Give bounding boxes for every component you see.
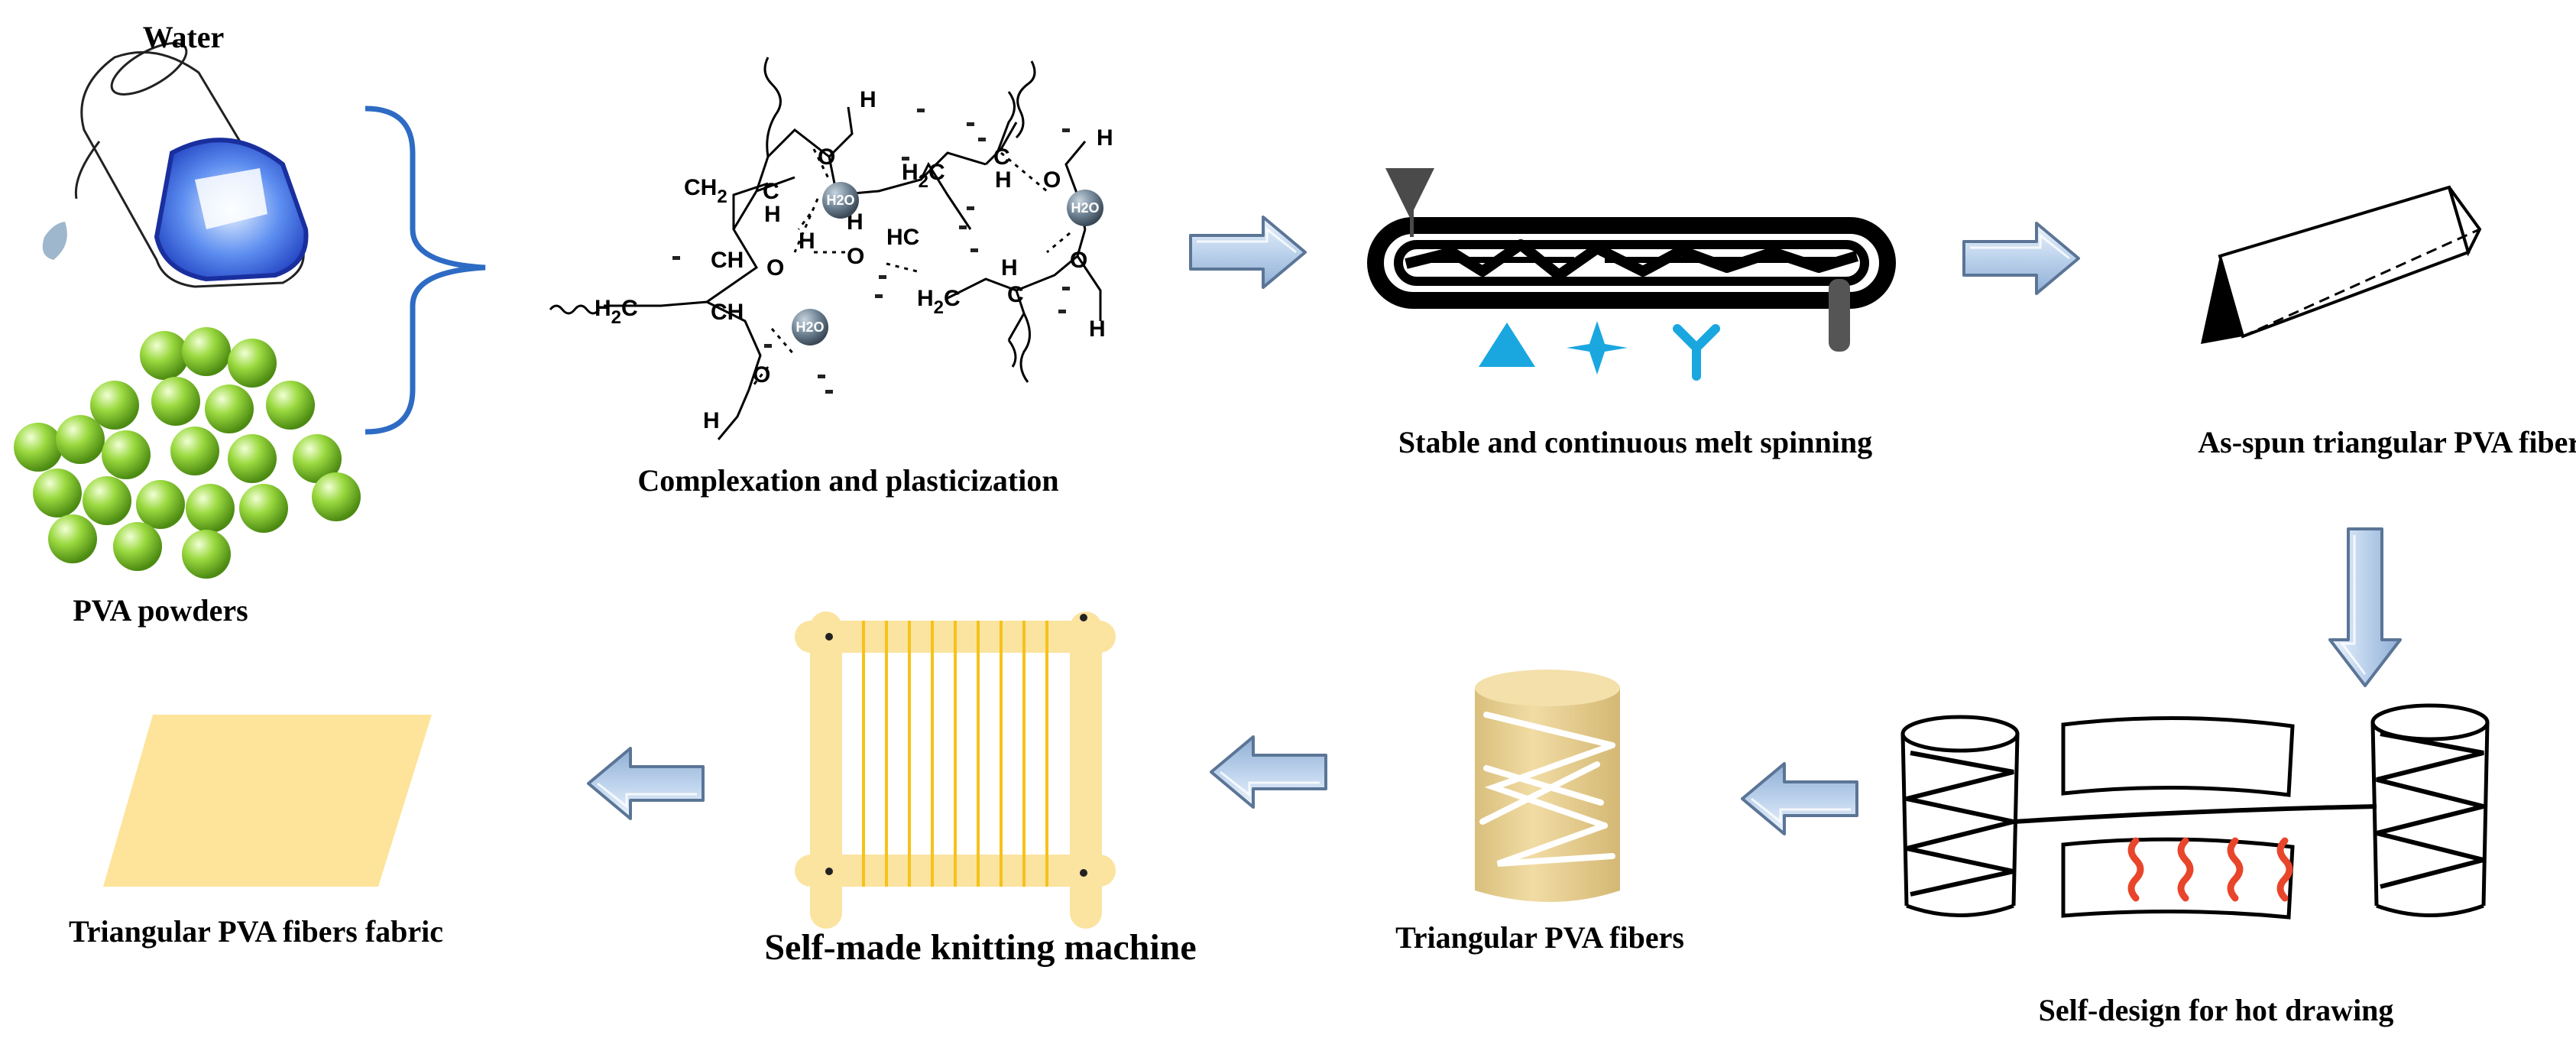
atom-ch-mid: CH (711, 248, 744, 273)
melt-spinning-label: Stable and continuous melt spinning (1398, 425, 1872, 459)
fabric-label: Triangular PVA fibers fabric (69, 914, 443, 949)
atom-h-far: H (1097, 125, 1113, 151)
h2o-molecule-icon: H2O (792, 309, 828, 345)
h2o-molecule-icon: H2O (1067, 190, 1103, 226)
arrow-left-icon (1210, 735, 1327, 809)
atom-o-top: O (818, 144, 835, 170)
knitting-label: Self-made knitting machine (764, 927, 1196, 968)
atom-h-top: H (764, 202, 781, 227)
atom-c-right: C (993, 144, 1010, 170)
svg-text:H2O: H2O (826, 193, 854, 208)
as-spun-label: As-spun triangular PVA fibers (2198, 425, 2576, 459)
atom-h2c-left: H2C (595, 296, 638, 328)
arrow-left-icon (1741, 762, 1858, 835)
atom-h-low-r: H (1001, 255, 1018, 281)
atom-h-mid2: H (847, 209, 864, 235)
atom-h-bottom: H (1089, 316, 1106, 342)
hot-drawing-device-icon (1900, 703, 2490, 920)
hot-drawing-label: Self-design for hot drawing (2039, 993, 2394, 1027)
svg-text:H2O: H2O (1071, 200, 1099, 216)
fabric-swatch (103, 715, 432, 887)
atom-h2c-low: H2C (917, 286, 961, 318)
atom-ch2-left: CH2 (684, 175, 727, 207)
fiber-spool-icon (1475, 670, 1620, 902)
atom-h2c-right: H2C (902, 160, 945, 192)
atom-hc: HC (886, 225, 919, 250)
atom-h-mid: H (799, 229, 815, 254)
atom-o-mid2: O (847, 244, 864, 269)
grouping-bracket (365, 105, 486, 435)
water-label: Water (143, 20, 225, 54)
atom-h-right: H (995, 167, 1012, 193)
arrow-left-icon (587, 747, 705, 820)
atom-o-mid: O (766, 255, 784, 281)
arrow-right-icon (1189, 216, 1307, 289)
h2o-molecule-icon: H2O (822, 182, 859, 219)
atom-o-right: O (1043, 167, 1061, 193)
atom-c-top: C (763, 179, 779, 204)
atom-c-low-r: C (1007, 282, 1024, 307)
svg-text:H2O: H2O (795, 320, 824, 335)
melt-spinner-icon (1367, 168, 1896, 381)
chemical-structure: CH2 C H CH O H O H H2C CH O H O H H2C C … (549, 57, 1113, 440)
atom-h-top2: H (860, 87, 876, 112)
triangular-fiber-icon (2201, 185, 2482, 344)
atom-o-far: O (1070, 248, 1087, 273)
knitting-machine-icon (795, 611, 1116, 929)
arrow-down-icon (2328, 527, 2402, 687)
atom-o-low: O (753, 362, 770, 388)
fibers-label: Triangular PVA fibers (1395, 920, 1684, 955)
atom-h-low: H (703, 408, 720, 433)
arrow-right-icon (1962, 222, 2080, 295)
complexation-label: Complexation and plasticization (637, 463, 1058, 498)
atom-ch-low: CH (711, 300, 744, 325)
pva-powders-label: PVA powders (73, 593, 248, 628)
pva-powder-spheres-icon (14, 327, 361, 579)
water-beaker-icon (42, 42, 309, 288)
